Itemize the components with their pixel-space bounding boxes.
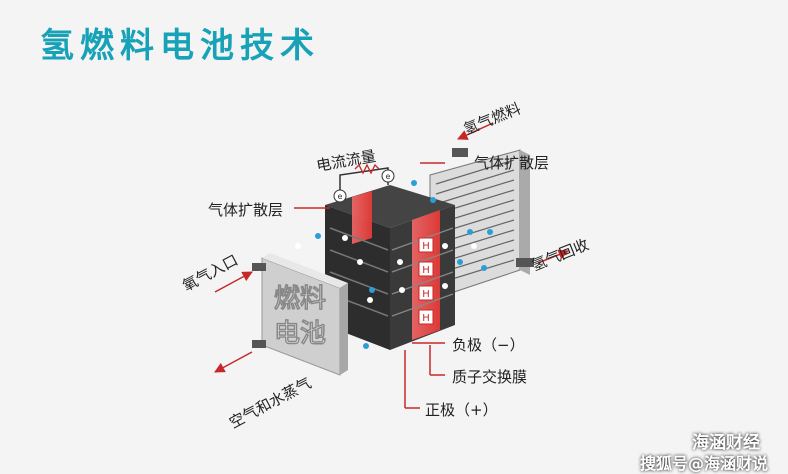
hydrogen-return-arrow <box>537 249 569 264</box>
electron-symbol: e <box>386 172 391 181</box>
gas-diffusion-right-label: 气体扩散层 <box>474 154 550 172</box>
gas-particles <box>295 180 493 349</box>
fuel-cell-label-line1: 燃料 <box>274 284 326 314</box>
proton-markers: H H H H <box>418 237 434 325</box>
anode-label: 负极（−） <box>452 336 525 354</box>
proton-symbol: H <box>422 241 430 252</box>
hydrogen-in-arrow <box>457 122 494 140</box>
gas-diffusion-left-label: 气体扩散层 <box>208 201 284 219</box>
flow-arrows <box>214 122 569 373</box>
watermark-line2: 搜狐号@海涵财说 <box>639 454 768 473</box>
fuel-cell-label-line2: 电池 <box>274 319 326 349</box>
leader-lines <box>294 162 445 409</box>
proton-symbol: H <box>422 265 430 276</box>
proton-symbol: H <box>422 313 430 324</box>
front-plate: 燃料 电池 <box>252 253 348 376</box>
electron-symbol: e <box>338 192 343 201</box>
proton-symbol: H <box>422 289 430 300</box>
exhaust-arrow <box>214 351 253 373</box>
page-title: 氢燃料电池技术 <box>40 26 320 66</box>
cathode-label: 正极（+） <box>425 401 498 419</box>
current-flow-wire: e e <box>333 163 395 203</box>
pem-label: 质子交换膜 <box>452 368 528 386</box>
watermark-line1: 海涵财经 <box>692 433 760 453</box>
oxygen-in-arrow <box>214 271 253 293</box>
